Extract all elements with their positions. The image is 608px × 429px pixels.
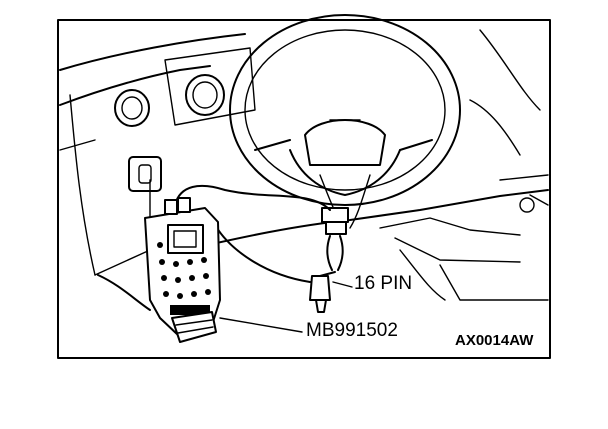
tool-label: MB991502 bbox=[306, 320, 398, 341]
air-vent-icon bbox=[114, 47, 256, 127]
cable-lower bbox=[214, 224, 311, 283]
figure-code: AX0014AW bbox=[455, 332, 534, 349]
tool-leader-line bbox=[219, 317, 303, 333]
diagnostic-connector-icon bbox=[309, 207, 349, 313]
steering-wheel-icon bbox=[229, 14, 461, 229]
scan-tool-icon bbox=[144, 197, 221, 343]
connector-label: 16 PIN bbox=[354, 273, 413, 294]
pin-leader-line bbox=[332, 281, 353, 288]
cable-upper bbox=[174, 184, 331, 211]
dashboard-outline bbox=[59, 29, 549, 311]
figure-frame bbox=[57, 19, 551, 359]
switch-panel-icon bbox=[128, 156, 162, 192]
